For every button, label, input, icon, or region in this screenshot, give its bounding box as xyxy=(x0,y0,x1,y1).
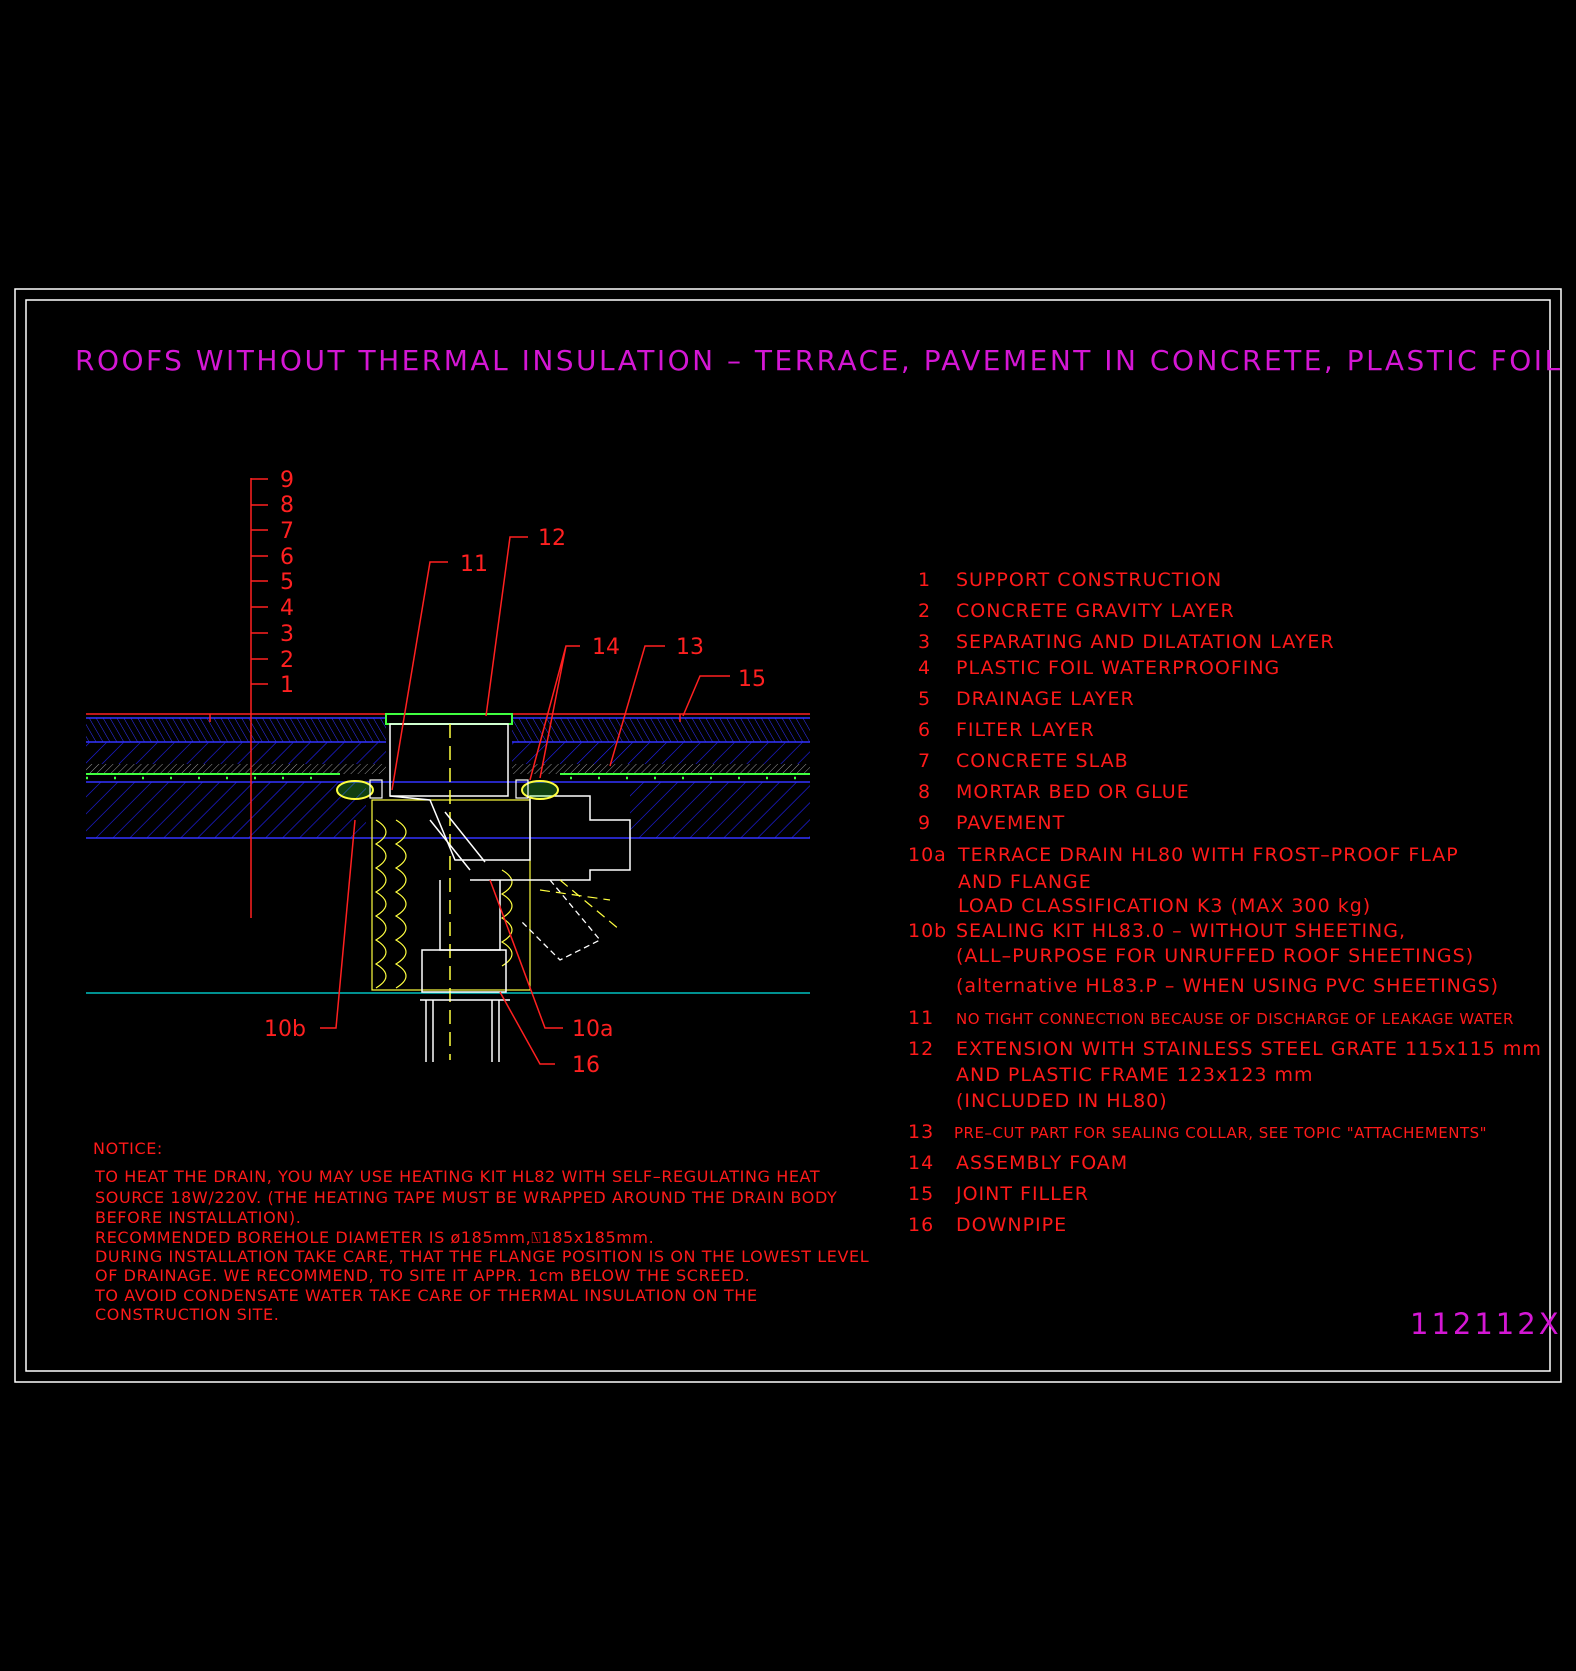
callout-13: 13 xyxy=(676,635,704,660)
legend-text: CONCRETE GRAVITY LAYER xyxy=(956,600,1235,622)
legend-text: SEALING KIT HL83.0 – WITHOUT SHEETING, xyxy=(956,920,1406,942)
roof-layers xyxy=(86,713,810,994)
scale-label-2: 2 xyxy=(280,648,294,673)
insulation-zone xyxy=(371,799,531,991)
notice: NOTICE: TO HEAT THE DRAIN, YOU MAY USE H… xyxy=(93,1139,869,1324)
legend-num: 16 xyxy=(908,1214,934,1236)
legend-text: TERRACE DRAIN HL80 WITH FROST–PROOF FLAP xyxy=(957,844,1459,866)
legend-num: 12 xyxy=(908,1038,934,1060)
legend-text: (alternative HL83.P – WHEN USING PVC SHE… xyxy=(956,975,1499,997)
inner-frame xyxy=(25,299,1551,1372)
callout-10b: 10b xyxy=(264,1017,306,1042)
notice-line: TO HEAT THE DRAIN, YOU MAY USE HEATING K… xyxy=(94,1167,820,1186)
notice-line: SOURCE 18W/220V. (THE HEATING TAPE MUST … xyxy=(95,1188,837,1207)
scale-label-6: 6 xyxy=(280,545,294,570)
legend-text: PLASTIC FOIL WATERPROOFING xyxy=(956,657,1280,679)
legend-num: 7 xyxy=(918,750,931,772)
legend-text: PRE–CUT PART FOR SEALING COLLAR, SEE TOP… xyxy=(954,1124,1487,1142)
notice-line: OF DRAINAGE. WE RECOMMEND, TO SITE IT AP… xyxy=(95,1266,750,1285)
legend-num: 10a xyxy=(908,844,947,866)
drawing-title: ROOFS WITHOUT THERMAL INSULATION – TERRA… xyxy=(75,344,1563,377)
legend-text: LOAD CLASSIFICATION K3 (MAX 300 kg) xyxy=(958,895,1371,917)
legend-num: 10b xyxy=(908,920,947,942)
legend-num: 9 xyxy=(918,812,931,834)
scale-label-7: 7 xyxy=(280,519,294,544)
drawing-number: 112112X xyxy=(1410,1307,1562,1341)
legend-num: 1 xyxy=(918,569,931,591)
callout-11: 11 xyxy=(460,552,488,577)
legend-num: 6 xyxy=(918,719,931,741)
terrace-drain xyxy=(336,713,631,1060)
legend-text: DOWNPIPE xyxy=(956,1214,1067,1236)
legend-text: DRAINAGE LAYER xyxy=(956,688,1135,710)
legend-text: (ALL–PURPOSE FOR UNRUFFED ROOF SHEETINGS… xyxy=(956,945,1474,967)
callout-12: 12 xyxy=(538,526,566,551)
scale-label-1: 1 xyxy=(280,673,294,698)
legend-text: EXTENSION WITH STAINLESS STEEL GRATE 115… xyxy=(956,1038,1542,1060)
notice-line: CONSTRUCTION SITE. xyxy=(95,1305,279,1324)
legend-text: (INCLUDED IN HL80) xyxy=(956,1090,1168,1112)
legend-num: 5 xyxy=(918,688,931,710)
legend-text: CONCRETE SLAB xyxy=(956,750,1129,772)
layer-scale: 9 8 7 6 5 4 3 2 1 xyxy=(250,468,294,918)
legend-text: MORTAR BED OR GLUE xyxy=(956,781,1190,803)
legend-num: 4 xyxy=(918,657,931,679)
downpipe xyxy=(420,949,510,1062)
legend-num: 2 xyxy=(918,600,931,622)
legend-text: SEPARATING AND DILATATION LAYER xyxy=(956,631,1335,653)
legend-num: 3 xyxy=(918,631,931,653)
drain-cross-section: 9 8 7 6 5 4 3 2 1 11 12 14 13 15 10b 10a… xyxy=(86,468,810,1078)
legend-num: 14 xyxy=(908,1152,934,1174)
notice-line: BEFORE INSTALLATION). xyxy=(95,1208,301,1227)
legend-text: AND PLASTIC FRAME 123x123 mm xyxy=(956,1064,1314,1086)
legend-text: JOINT FILLER xyxy=(955,1183,1089,1205)
notice-line: TO AVOID CONDENSATE WATER TAKE CARE OF T… xyxy=(94,1286,758,1305)
scale-label-4: 4 xyxy=(280,596,294,621)
scale-label-9: 9 xyxy=(280,468,294,493)
callout-10a: 10a xyxy=(572,1017,613,1042)
legend-text: SUPPORT CONSTRUCTION xyxy=(956,569,1222,591)
notice-line: RECOMMENDED BOREHOLE DIAMETER IS ø185mm,… xyxy=(95,1228,654,1247)
legend-num: 11 xyxy=(908,1007,934,1029)
legend-num: 8 xyxy=(918,781,931,803)
legend: 1 SUPPORT CONSTRUCTION 2 CONCRETE GRAVIT… xyxy=(908,569,1542,1236)
scale-label-8: 8 xyxy=(280,493,294,518)
scale-label-3: 3 xyxy=(280,622,294,647)
callout-15: 15 xyxy=(738,667,766,692)
legend-num: 15 xyxy=(908,1183,934,1205)
legend-num: 13 xyxy=(908,1121,934,1143)
scale-label-5: 5 xyxy=(280,570,294,595)
notice-line: DURING INSTALLATION TAKE CARE, THAT THE … xyxy=(95,1247,869,1266)
legend-text: NO TIGHT CONNECTION BECAUSE OF DISCHARGE… xyxy=(956,1010,1514,1028)
outer-frame xyxy=(14,288,1562,1383)
legend-text: AND FLANGE xyxy=(958,871,1092,893)
notice-heading: NOTICE: xyxy=(93,1139,163,1158)
callout-14: 14 xyxy=(592,635,620,660)
legend-text: ASSEMBLY FOAM xyxy=(956,1152,1128,1174)
legend-text: FILTER LAYER xyxy=(956,719,1095,741)
callout-leaders xyxy=(320,536,730,1065)
callout-16: 16 xyxy=(572,1053,600,1078)
legend-text: PAVEMENT xyxy=(956,812,1065,834)
